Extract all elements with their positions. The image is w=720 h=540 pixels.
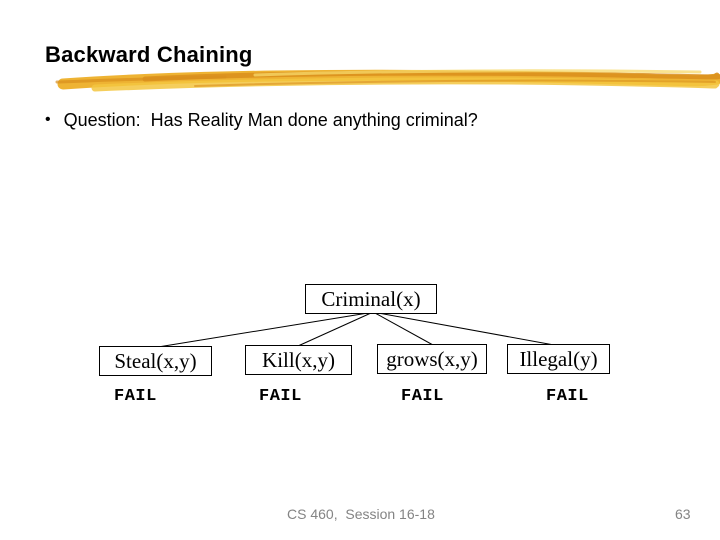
brush-stroke-highlight (253, 69, 702, 77)
fail-label: FAIL (114, 387, 157, 406)
tree-node-box-steal: Steal(x,y) (99, 346, 212, 376)
connector-line-steal (157, 312, 369, 348)
footer-text: CS 460, Session 16-18 (287, 506, 435, 522)
highlighter-stroke-icon (55, 69, 720, 92)
tree-root-box: Criminal(x) (305, 284, 437, 314)
tree-node-box-grows: grows(x,y) (377, 344, 487, 374)
bullet-item: • Question: Has Reality Man done anythin… (45, 108, 478, 132)
connector-line-grows (374, 312, 434, 346)
connector-line-kill (297, 312, 372, 347)
fail-label: FAIL (401, 387, 444, 406)
slide-title: Backward Chaining (45, 42, 253, 67)
tree-node-box-kill: Kill(x,y) (245, 345, 352, 375)
fail-label: FAIL (259, 387, 302, 406)
bullet-text: Question: Has Reality Man done anything … (63, 110, 478, 130)
fail-label: FAIL (546, 387, 589, 406)
tree-node-box-illegal: Illegal(y) (507, 344, 610, 374)
brush-stroke-tail (55, 75, 227, 84)
connector-line-illegal (377, 312, 555, 346)
page-number: 63 (675, 506, 691, 522)
bullet-icon: • (45, 111, 51, 128)
brush-stroke-streak (194, 79, 716, 87)
